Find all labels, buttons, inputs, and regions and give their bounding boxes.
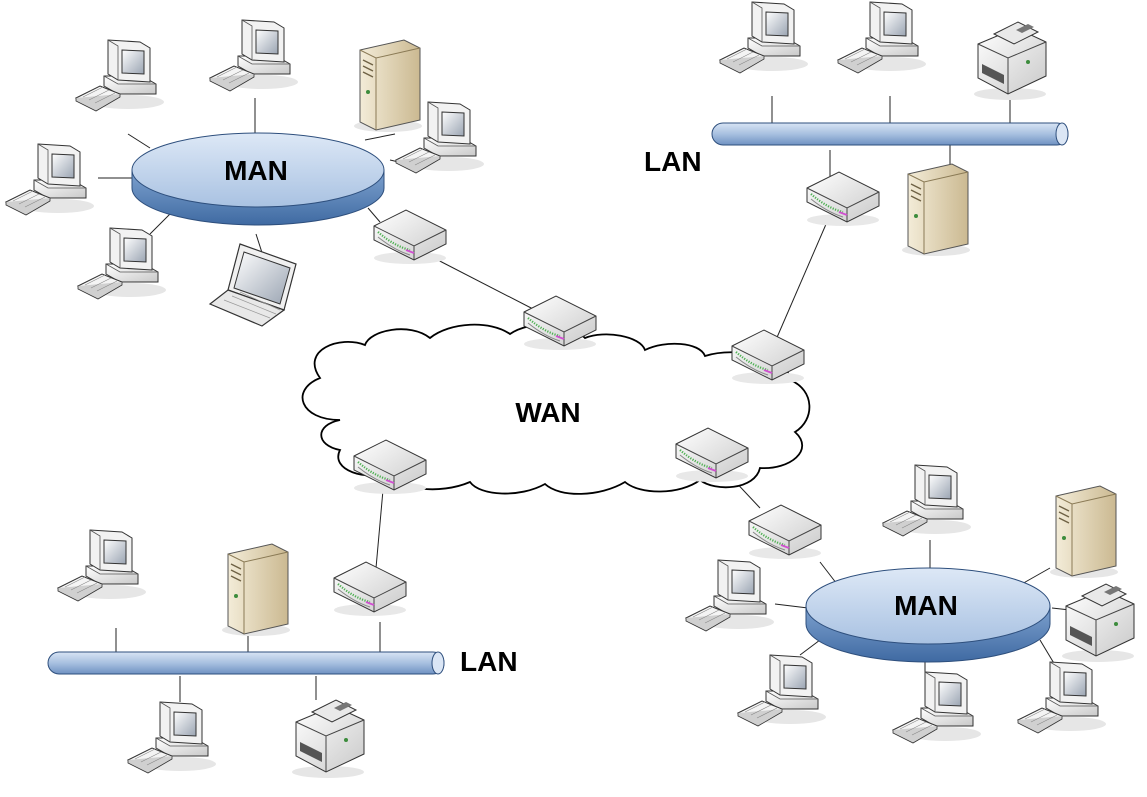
desktop-computer-icon <box>737 654 827 727</box>
man-label-top-left: MAN <box>224 155 288 186</box>
network-ring-icon <box>805 567 1051 663</box>
router-icon <box>332 560 408 618</box>
printer-icon <box>973 21 1047 101</box>
router-icon <box>372 208 448 266</box>
desktop-computer-icon <box>837 1 927 74</box>
printer-icon <box>1061 583 1135 663</box>
desktop-computer-icon <box>127 701 217 774</box>
server-tower-icon <box>221 543 291 637</box>
lan-label-top-right: LAN <box>644 146 702 177</box>
desktop-computer-icon <box>892 671 982 744</box>
man-label-bottom-right: MAN <box>894 590 958 621</box>
router-icon <box>522 294 598 352</box>
desktop-computer-icon <box>882 464 972 537</box>
router-icon <box>805 170 881 228</box>
desktop-computer-icon <box>719 1 809 74</box>
desktop-computer-icon <box>77 227 167 300</box>
desktop-computer-icon <box>685 559 775 632</box>
router-icon <box>730 328 806 386</box>
server-tower-icon <box>901 163 971 257</box>
laptop-icon <box>209 243 297 327</box>
network-bus-icon <box>47 651 445 675</box>
network-bus-icon <box>711 122 1069 146</box>
server-tower-icon <box>1049 485 1119 579</box>
desktop-computer-icon <box>75 39 165 112</box>
desktop-computer-icon <box>57 529 147 602</box>
desktop-computer-icon <box>209 19 299 92</box>
wan-label: WAN <box>515 397 580 428</box>
desktop-computer-icon <box>5 143 95 216</box>
router-icon <box>747 503 823 561</box>
network-ring-icon <box>131 132 385 226</box>
desktop-computer-icon <box>1017 661 1107 734</box>
server-tower-icon <box>353 39 423 133</box>
lan-label-bottom-left: LAN <box>460 646 518 677</box>
printer-icon <box>291 699 365 779</box>
